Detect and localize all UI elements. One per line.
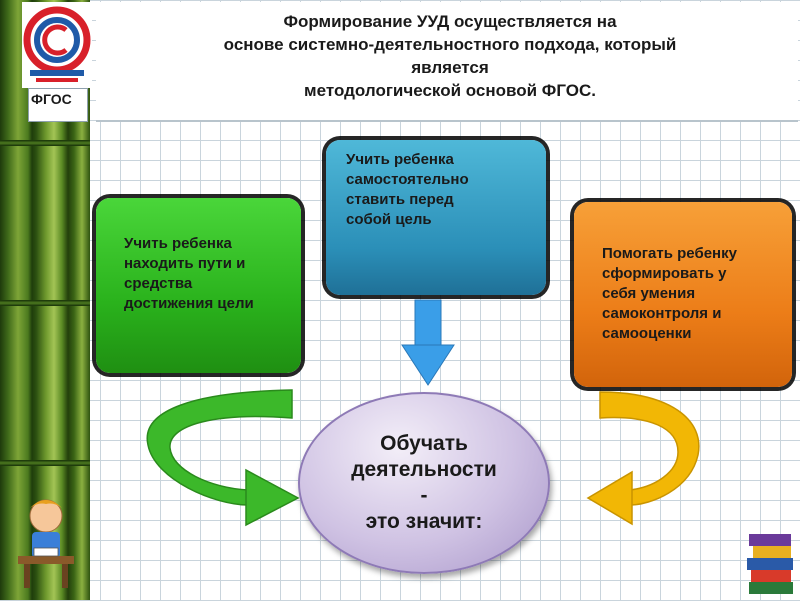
- box-text-line: самоконтроля и: [602, 305, 722, 322]
- page-title: Формирование УУД осуществляется на основ…: [130, 10, 770, 102]
- box-text-line: Учить ребенка: [124, 235, 232, 252]
- title-line-2: основе системно-деятельностного подхода,…: [223, 35, 677, 54]
- reading-kid-icon: [10, 492, 82, 597]
- box-text-line: сформировать у: [602, 265, 727, 282]
- title-line-4: методологической основой ФГОС.: [304, 81, 596, 100]
- center-text-line: -: [420, 484, 428, 507]
- center-text-line: деятельности: [351, 458, 497, 481]
- curved-arrow-right-icon: [146, 389, 300, 527]
- curved-arrow-left-icon: [586, 391, 700, 526]
- box-text-line: собой цель: [346, 211, 432, 228]
- title-line-3: является: [411, 58, 489, 77]
- center-ellipse: Обучать деятельности - это значит:: [298, 392, 550, 574]
- box-text-line: самооценки: [602, 325, 692, 342]
- down-arrow-icon: [401, 299, 455, 386]
- box-text-line: Помогать ребенку: [602, 245, 737, 262]
- box-text-line: Учить ребенка: [346, 151, 454, 168]
- title-line-1: Формирование УУД осуществляется на: [283, 12, 617, 31]
- goal-box-self-control: Помогать ребенку сформировать у себя уме…: [574, 202, 792, 387]
- box-text-line: себя умения: [602, 285, 696, 302]
- header-panel: [96, 2, 798, 122]
- fgos-label: ФГОС: [28, 88, 88, 122]
- center-text-line: Обучать: [380, 432, 468, 455]
- box-text-line: средства: [124, 275, 193, 292]
- goal-box-set-goal: Учить ребенка самостоятельно ставить пер…: [326, 140, 546, 295]
- box-text-line: достижения цели: [124, 295, 254, 312]
- box-text-line: ставить перед: [346, 191, 454, 208]
- goal-box-find-ways: Учить ребенка находить пути и средства д…: [96, 198, 301, 373]
- book-stack-icon: [745, 530, 797, 601]
- box-text-line: находить пути и: [124, 255, 246, 272]
- fgos-logo-icon: [22, 2, 92, 88]
- box-text-line: самостоятельно: [346, 171, 469, 188]
- center-text-line: это значит:: [365, 510, 483, 533]
